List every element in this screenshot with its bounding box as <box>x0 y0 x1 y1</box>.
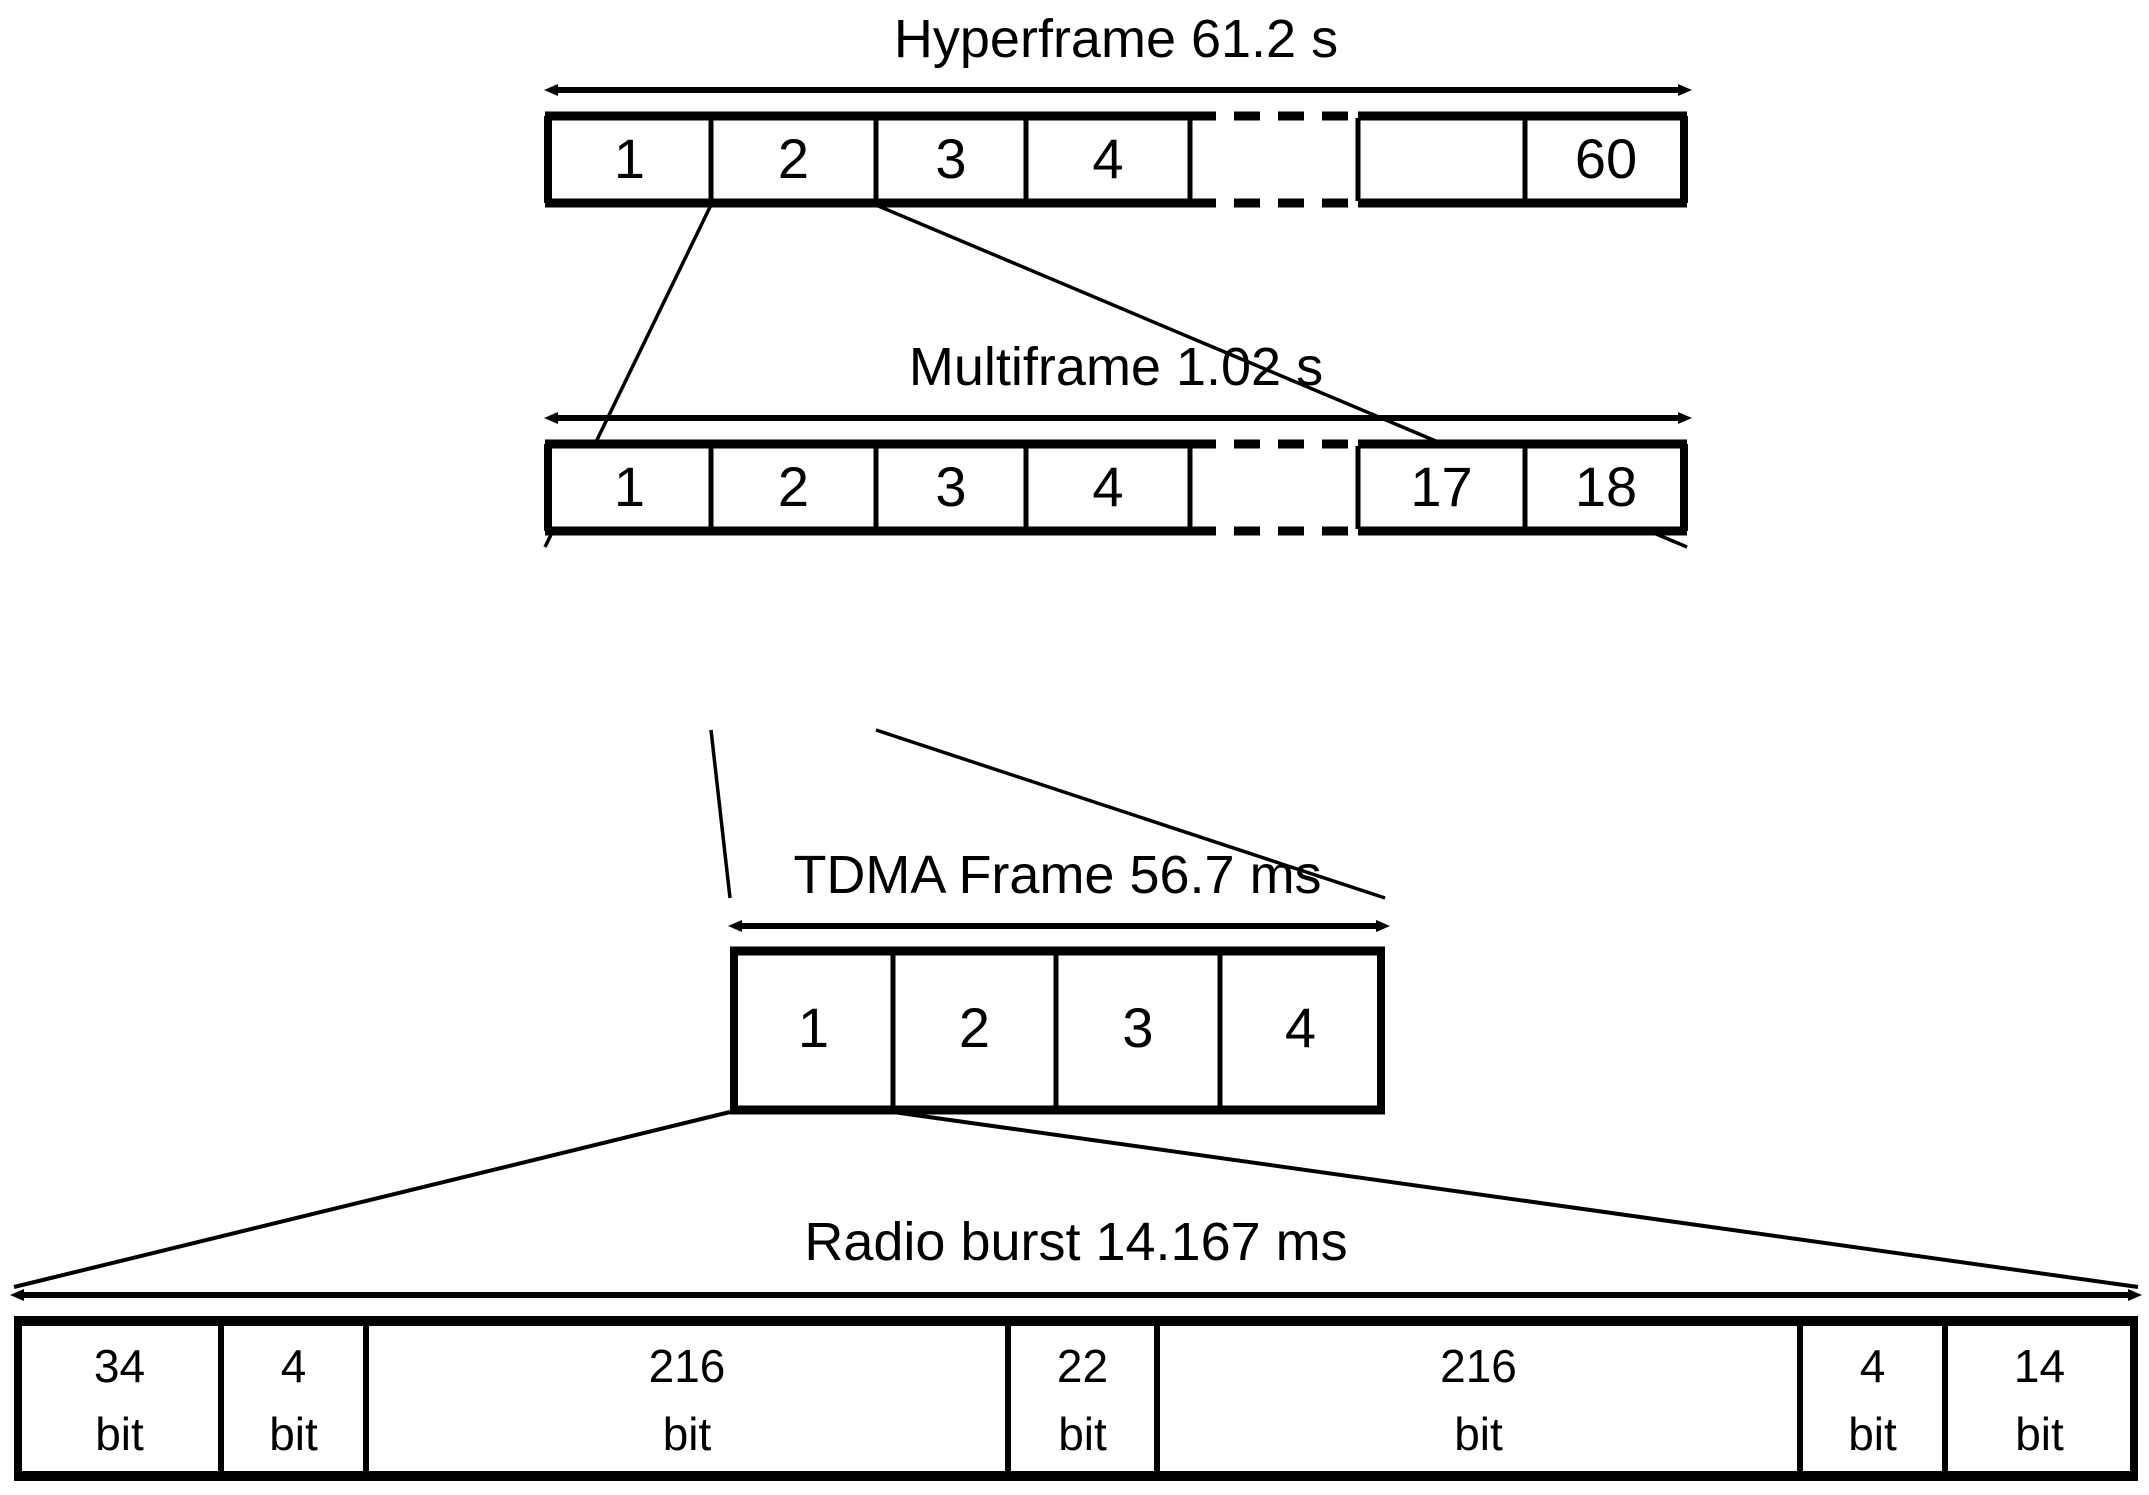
burst-field-7-value: 14 <box>2013 1340 2066 1392</box>
hyperframe-cell-1: 1 <box>613 127 646 190</box>
projection-lines-multi-to-tdma <box>709 728 1386 900</box>
hyperframe-row <box>544 111 1688 208</box>
tdma-cell-4: 4 <box>1284 996 1317 1059</box>
multiframe-row <box>544 439 1688 536</box>
burst-field-4-unit: bit <box>1058 1408 1107 1460</box>
hyperframe-cell-3: 3 <box>935 127 967 190</box>
burst-field-7-unit: bit <box>2015 1408 2064 1460</box>
burst-field-2-value: 4 <box>280 1340 307 1392</box>
multiframe-cell-17: 17 <box>1410 455 1473 518</box>
tdma-cell-1: 1 <box>797 996 830 1059</box>
projection-lines-tdma-to-burst <box>13 1110 2139 1289</box>
multiframe-cell-4: 4 <box>1092 455 1124 518</box>
burst-field-6-value: 4 <box>1859 1340 1886 1392</box>
burst-field-5-unit: bit <box>1454 1408 1503 1460</box>
projection-line-right <box>892 1110 2139 1289</box>
burst-field-4-value: 22 <box>1056 1340 1109 1392</box>
radio-burst-row <box>14 1316 2138 1481</box>
tdma-cell-3: 3 <box>1122 996 1154 1059</box>
burst-field-2-unit: bit <box>269 1408 318 1460</box>
projection-line-left <box>13 1110 731 1289</box>
hyperframe-cell-60: 60 <box>1574 127 1638 190</box>
tdma-frame-title: TDMA Frame 56.7 ms <box>793 845 1322 905</box>
projection-line-right <box>875 728 1386 900</box>
hyperframe-cell-4: 4 <box>1092 127 1124 190</box>
radio-burst-title: Radio burst 14.167 ms <box>804 1212 1348 1272</box>
burst-field-6-unit: bit <box>1848 1408 1897 1460</box>
multiframe-cell-18: 18 <box>1574 455 1638 518</box>
multiframe-cell-3: 3 <box>935 455 967 518</box>
tdma-cell-2: 2 <box>958 996 991 1059</box>
burst-field-1-unit: bit <box>95 1408 144 1460</box>
hyperframe-cell-2: 2 <box>777 127 810 190</box>
multiframe-cell-2: 2 <box>777 455 810 518</box>
projection-line-left <box>709 729 732 899</box>
tdma-frame-row <box>730 946 1385 1115</box>
burst-field-3-value: 216 <box>648 1340 726 1392</box>
multiframe-cell-1: 1 <box>613 455 646 518</box>
burst-field-5-value: 216 <box>1440 1340 1517 1392</box>
multiframe-title: Multiframe 1.02 s <box>908 337 1324 397</box>
burst-field-1-value: 34 <box>93 1340 146 1392</box>
hyperframe-title: Hyperframe 61.2 s <box>893 9 1339 69</box>
burst-field-3-unit: bit <box>662 1408 712 1460</box>
